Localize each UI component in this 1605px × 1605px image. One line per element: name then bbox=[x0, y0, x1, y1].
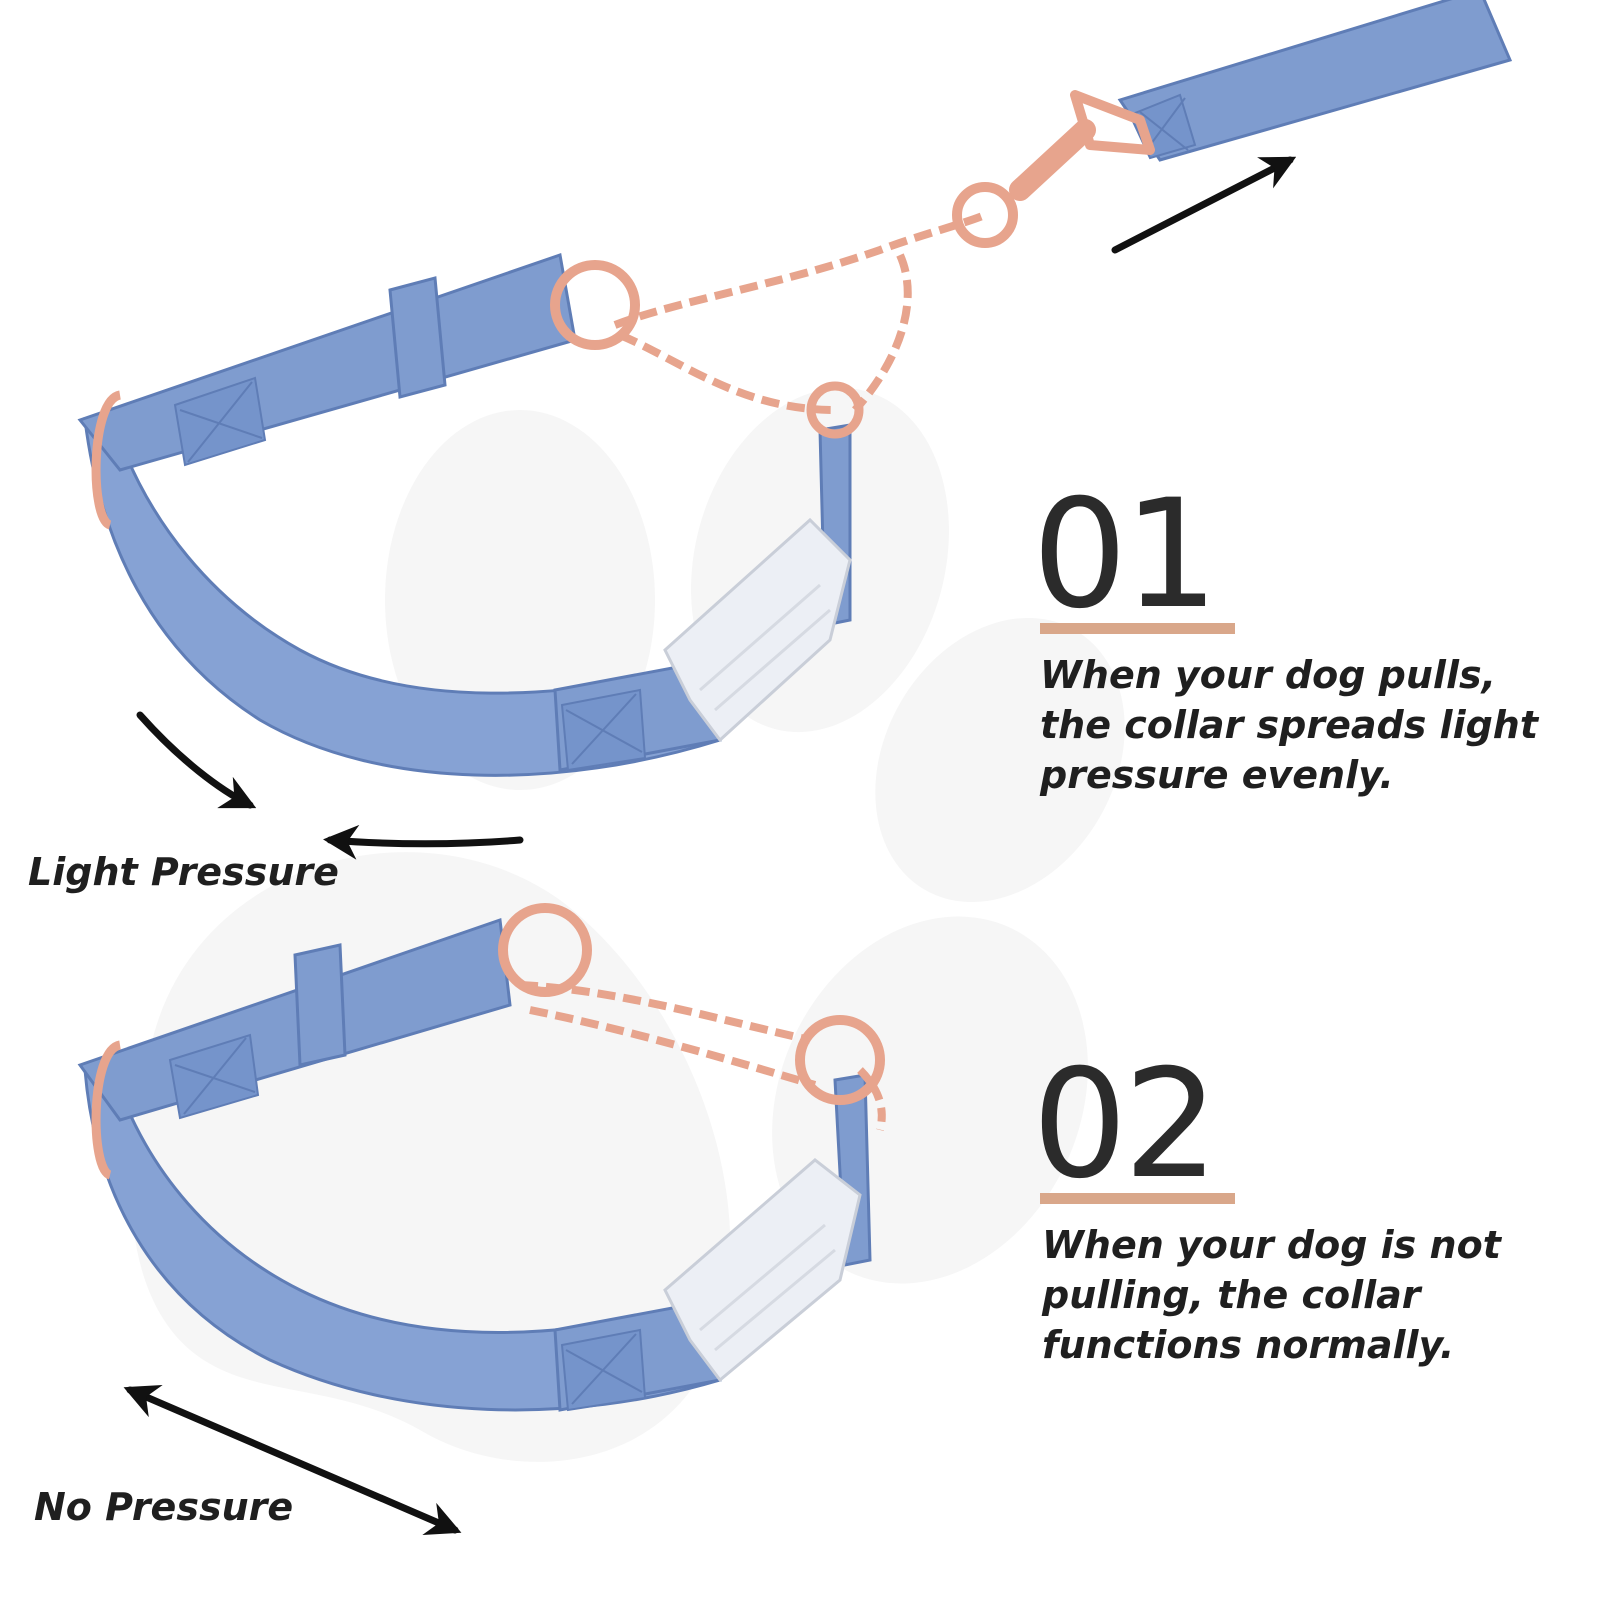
step-number-01: 01 bbox=[1032, 468, 1219, 642]
light-pressure-label: Light Pressure bbox=[28, 850, 339, 894]
step-description-01: When your dog pulls, the collar spreads … bbox=[1040, 653, 1539, 797]
collar-bottom bbox=[77, 903, 885, 1412]
leash bbox=[952, 0, 1513, 248]
collar-top bbox=[77, 253, 864, 777]
divider-02 bbox=[1040, 1193, 1235, 1204]
chain-top bbox=[613, 211, 987, 414]
arrow-icon bbox=[123, 156, 1297, 1535]
chain-bottom bbox=[519, 981, 886, 1131]
divider-01 bbox=[1040, 623, 1235, 634]
step-description-02: When your dog is not pulling, the collar… bbox=[1042, 1223, 1501, 1367]
no-pressure-label: No Pressure bbox=[34, 1485, 294, 1529]
step-number-02: 02 bbox=[1032, 1038, 1219, 1212]
